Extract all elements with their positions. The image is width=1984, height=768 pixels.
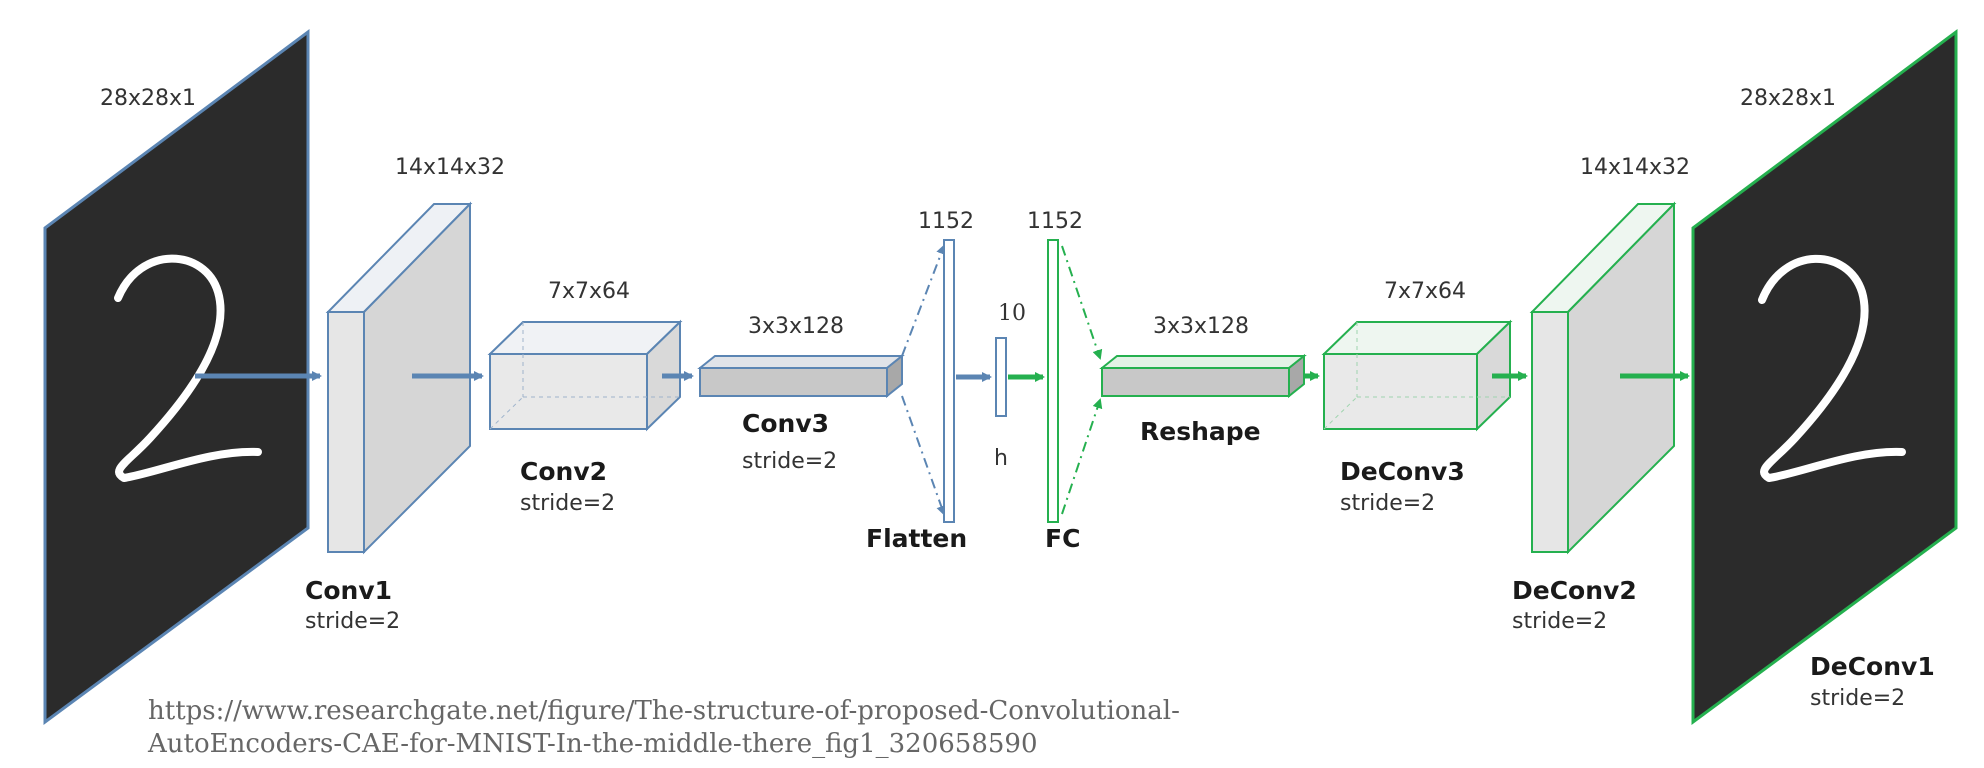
- reshape-arrow-bottom: [1061, 398, 1103, 515]
- reshape-name-label: Reshape: [1140, 417, 1261, 446]
- conv1-name-label: Conv1: [305, 576, 392, 605]
- deconv3-stride-label: stride=2: [1340, 491, 1435, 516]
- conv2-name-label: Conv2: [520, 457, 607, 486]
- deconv3-block: [1321, 319, 1513, 432]
- deconv1-stride-label: stride=2: [1810, 686, 1905, 711]
- output-image: [1691, 29, 1958, 725]
- source-url-line1: https://www.researchgate.net/figure/The-…: [148, 696, 1180, 726]
- flatten-dims-label: 1152: [918, 209, 974, 234]
- hidden-name-label: h: [994, 446, 1008, 471]
- input-dims-label: 28x28x1: [100, 86, 196, 111]
- input-digit-2: [114, 254, 262, 482]
- flatten-arrow-top: [901, 244, 946, 357]
- fc-dims-label: 1152: [1027, 209, 1083, 234]
- conv1-dims-label: 14x14x32: [395, 155, 505, 180]
- fc-vector: [1047, 239, 1059, 523]
- reshape-block: [1099, 353, 1307, 399]
- conv3-name-label: Conv3: [742, 409, 829, 438]
- hidden-dims-label: 10: [998, 301, 1026, 326]
- flatten-vector: [943, 239, 955, 523]
- deconv2-name-label: DeConv2: [1512, 576, 1637, 605]
- conv3-stride-label: stride=2: [742, 449, 837, 474]
- source-url-line2: AutoEncoders-CAE-for-MNIST-In-the-middle…: [147, 729, 1038, 759]
- deconv3-name-label: DeConv3: [1340, 457, 1465, 486]
- input-image: [43, 29, 310, 725]
- reshape-arrow-top: [1061, 245, 1103, 360]
- deconv3-dims-label: 7x7x64: [1384, 279, 1466, 304]
- deconv2-stride-label: stride=2: [1512, 609, 1607, 634]
- hidden-vector: [995, 337, 1007, 417]
- conv2-stride-label: stride=2: [520, 491, 615, 516]
- output-dims-label: 28x28x1: [1740, 86, 1836, 111]
- conv2-block: [487, 319, 683, 432]
- conv3-block: [697, 353, 905, 399]
- conv1-stride-label: stride=2: [305, 609, 400, 634]
- flatten-name-label: Flatten: [866, 524, 967, 553]
- output-digit-2: [1758, 254, 1906, 482]
- conv3-dims-label: 3x3x128: [748, 314, 844, 339]
- fc-name-label: FC: [1045, 524, 1080, 553]
- deconv1-name-label: DeConv1: [1810, 652, 1935, 681]
- conv2-dims-label: 7x7x64: [548, 279, 630, 304]
- reshape-dims-label: 3x3x128: [1153, 314, 1249, 339]
- flatten-arrow-bottom: [901, 395, 947, 516]
- deconv2-dims-label: 14x14x32: [1580, 155, 1690, 180]
